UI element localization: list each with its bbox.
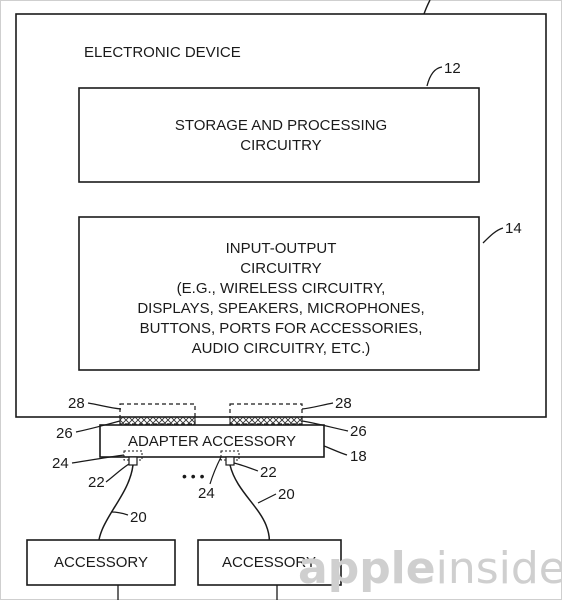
ref-28-left-lead (87, 402, 122, 410)
plug-right (225, 456, 235, 466)
io-ref-lead (482, 227, 504, 244)
electronic-device-label: ELECTRONIC DEVICE (84, 44, 241, 61)
adapter-ref-number: 18 (350, 448, 367, 465)
adapter-ref-lead (323, 445, 348, 456)
ref-24-left: 24 (52, 455, 69, 472)
ref-20-left: 20 (130, 509, 147, 526)
ref-28-right: 28 (335, 395, 352, 412)
storage-ref-number: 12 (444, 60, 461, 77)
ref-24-right-lead (209, 456, 222, 485)
accessory-box-left (26, 539, 176, 586)
hatched-contact-left (119, 416, 196, 426)
ref-26-left-lead (75, 420, 121, 433)
appleinsider-watermark: appleinsider (298, 543, 562, 594)
dashed-region-left (119, 403, 196, 425)
watermark-insider: insider (436, 543, 562, 594)
plug-left (128, 456, 138, 466)
ref-28-right-lead (301, 402, 334, 410)
ref-26-left: 26 (56, 425, 73, 442)
ref-26-right-lead (301, 420, 349, 432)
device-lead-line (423, 0, 431, 15)
ref-24-left-lead (71, 454, 125, 464)
adapter-accessory-label: ADAPTER ACCESSORY (128, 433, 296, 450)
ref-20-right: 20 (278, 486, 295, 503)
hatched-contact-right (229, 416, 303, 426)
storage-line-2: CIRCUITRY (240, 137, 321, 154)
ref-20-left-lead (110, 511, 129, 516)
accessory-left-label: ACCESSORY (54, 554, 148, 571)
io-line-3: (E.G., WIRELESS CIRCUITRY, (177, 280, 386, 297)
input-output-box (78, 216, 480, 371)
io-line-6: AUDIO CIRCUITRY, ETC.) (192, 340, 371, 357)
ref-26-right: 26 (350, 423, 367, 440)
ellipsis: • • • (182, 468, 205, 484)
ref-22-right-lead (233, 462, 259, 472)
ref-24-right: 24 (198, 485, 215, 502)
storage-processing-box (78, 87, 480, 183)
io-line-2: CIRCUITRY (240, 260, 321, 277)
adapter-accessory-box (99, 424, 325, 458)
ref-22-right: 22 (260, 464, 277, 481)
ref-28-left: 28 (68, 395, 85, 412)
watermark-apple: apple (298, 543, 436, 594)
io-ref-number: 14 (505, 220, 522, 237)
accessory-box-right (197, 539, 342, 586)
accessory-right-label: ACCESSORY (222, 554, 316, 571)
storage-ref-lead (426, 66, 443, 87)
ref-22-left-lead (105, 463, 130, 483)
io-line-1: INPUT-OUTPUT (226, 240, 337, 257)
io-line-5: BUTTONS, PORTS FOR ACCESSORIES, (140, 320, 423, 337)
ref-20-right-lead (257, 493, 277, 504)
io-line-4: DISPLAYS, SPEAKERS, MICROPHONES, (137, 300, 424, 317)
ref-22-left: 22 (88, 474, 105, 491)
storage-line-1: STORAGE AND PROCESSING (175, 117, 387, 134)
